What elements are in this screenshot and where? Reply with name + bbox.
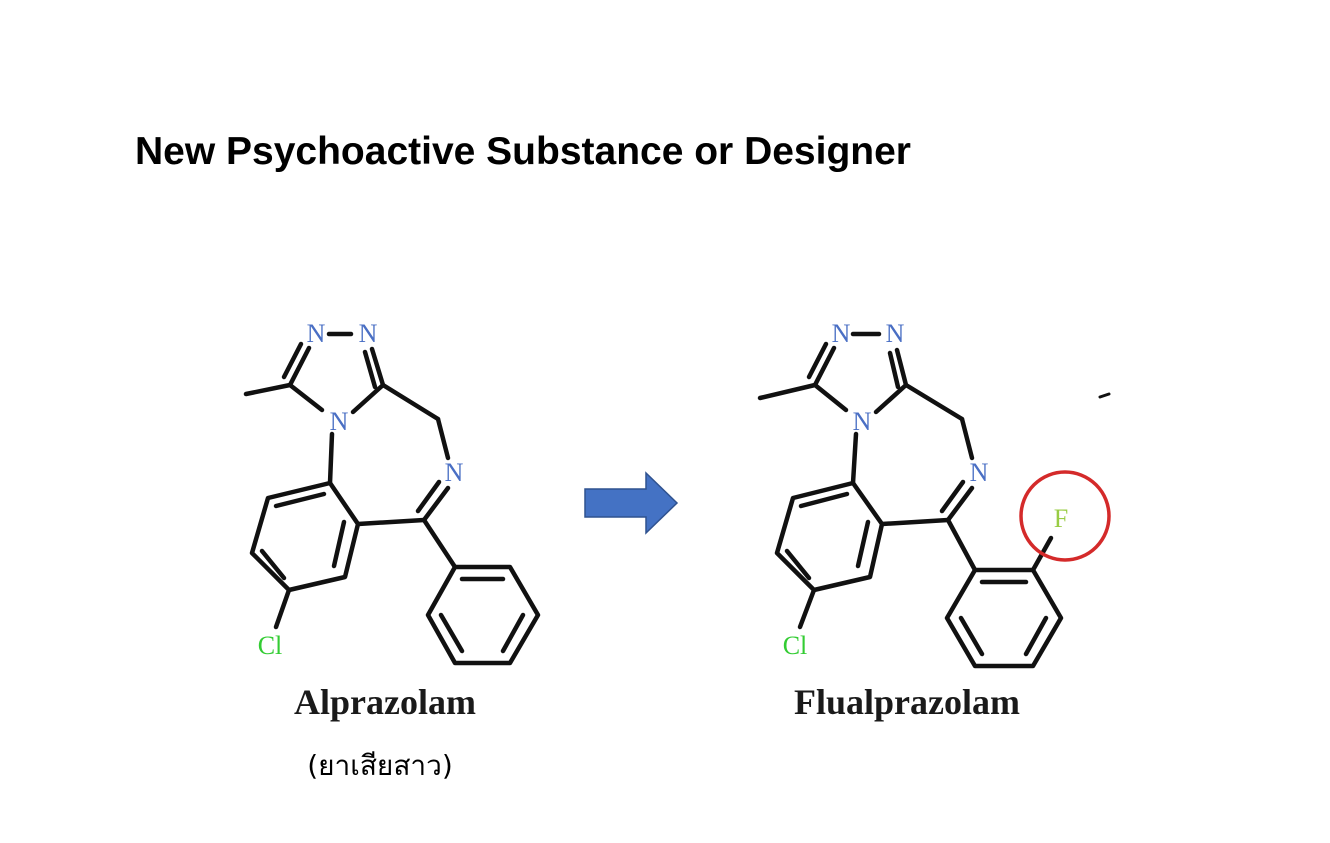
flualprazolam-atom-f: F <box>1054 504 1068 533</box>
flualprazolam-atom-n2: N <box>886 319 905 348</box>
stray-mark <box>1098 392 1111 399</box>
slide-title: New Psychoactive Substance or Designer <box>135 130 911 173</box>
transformation-arrow <box>584 471 679 535</box>
alprazolam-structure <box>243 331 541 666</box>
alprazolam-name: Alprazolam <box>294 682 476 722</box>
flualprazolam-atom-n4: N <box>853 407 872 436</box>
flualprazolam-atom-n5: N <box>970 458 989 487</box>
alprazolam-atom-n4: N <box>330 407 349 436</box>
flualprazolam-atom-cl: Cl <box>783 631 808 660</box>
alprazolam-atom-cl: Cl <box>258 631 283 660</box>
alprazolam-atom-n2: N <box>359 319 378 348</box>
fluorine-highlight-circle <box>1019 470 1111 562</box>
alprazolam-atom-n1: N <box>307 319 326 348</box>
flualprazolam-atom-n1: N <box>832 319 851 348</box>
flualprazolam-name: Flualprazolam <box>794 682 1020 722</box>
flualprazolam-structure <box>757 331 1064 669</box>
alprazolam-thai-note: (ยาเสียสาว) <box>307 749 453 782</box>
alprazolam-atom-n5: N <box>445 458 464 487</box>
